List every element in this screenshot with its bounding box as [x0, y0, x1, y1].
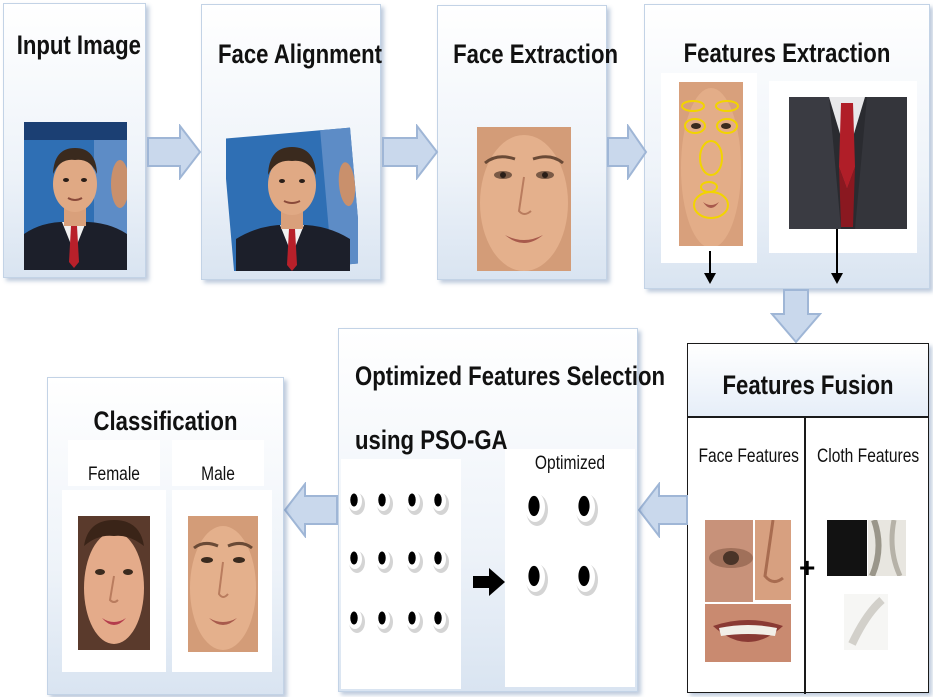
- optimized-title-line1: Optimized Features Selection: [355, 361, 665, 392]
- classification-box: Classification Female Male: [47, 377, 284, 695]
- face-features-label: Face Features: [698, 446, 793, 468]
- feature-marker: [376, 609, 393, 633]
- feature-marker: [406, 491, 423, 515]
- input-image-photo: [24, 122, 127, 270]
- face-down-arrow: [703, 251, 717, 285]
- optimized-feature-marker: [575, 492, 598, 526]
- mouth-patch: [705, 604, 791, 662]
- arrow-extraction-to-features: [606, 124, 648, 180]
- arrow-optimized-to-classification: [283, 482, 339, 538]
- all-features-grid: [347, 489, 461, 649]
- cloth-down-arrow: [830, 229, 844, 285]
- face-alignment-photo: [226, 127, 358, 271]
- feature-marker: [432, 609, 449, 633]
- female-photo: [78, 516, 150, 650]
- cloth-features-photo: [789, 97, 907, 229]
- features-extraction-box: Features Extraction: [644, 4, 930, 289]
- arrow-features-to-fusion: [770, 288, 822, 344]
- classification-title: Classification: [69, 406, 262, 437]
- feature-marker: [432, 549, 449, 573]
- optimized-title-line2: using PSO-GA: [355, 425, 508, 456]
- cloth-patch-dark: [827, 520, 867, 576]
- input-image-box: Input Image: [3, 3, 146, 278]
- nose-patch: [755, 520, 791, 600]
- feature-marker: [376, 549, 393, 573]
- input-image-title: Input Image: [17, 30, 133, 61]
- female-label: Female: [76, 464, 151, 486]
- plus-sign: +: [799, 552, 815, 584]
- feature-marker: [406, 549, 423, 573]
- face-extraction-photo: [477, 127, 571, 271]
- arrow-input-to-alignment: [146, 124, 202, 180]
- face-extraction-title: Face Extraction: [453, 39, 591, 70]
- feature-marker: [348, 609, 365, 633]
- cloth-patch-light: [868, 520, 906, 576]
- face-alignment-box: Face Alignment: [201, 4, 381, 280]
- features-fusion-title: Features Fusion: [710, 370, 907, 401]
- optimized-label: Optimized: [517, 453, 624, 475]
- arrow-fusion-to-optimized: [637, 482, 689, 538]
- cloth-patch-white: [844, 594, 888, 650]
- male-photo: [188, 516, 258, 652]
- feature-marker: [432, 491, 449, 515]
- male-label: Male: [180, 464, 255, 486]
- face-extraction-box: Face Extraction: [437, 5, 607, 280]
- face-features-photo: [679, 82, 743, 246]
- feature-marker: [348, 491, 365, 515]
- eye-patch: [705, 520, 753, 602]
- feature-marker: [406, 609, 423, 633]
- features-fusion-box: Features Fusion Face Features Cloth Feat…: [687, 343, 929, 693]
- optimized-selection-box: Optimized Features Selection using PSO-G…: [338, 328, 638, 692]
- optimized-feature-marker: [575, 562, 598, 596]
- optimized-feature-marker: [525, 562, 548, 596]
- optimized-features-grid: [523, 489, 623, 639]
- feature-marker: [348, 549, 365, 573]
- arrow-alignment-to-extraction: [381, 124, 439, 180]
- selection-arrow: [471, 567, 507, 597]
- features-extraction-title: Features Extraction: [671, 38, 904, 69]
- feature-marker: [376, 491, 393, 515]
- face-alignment-title: Face Alignment: [218, 39, 364, 70]
- optimized-feature-marker: [525, 492, 548, 526]
- cloth-features-label: Cloth Features: [817, 446, 917, 468]
